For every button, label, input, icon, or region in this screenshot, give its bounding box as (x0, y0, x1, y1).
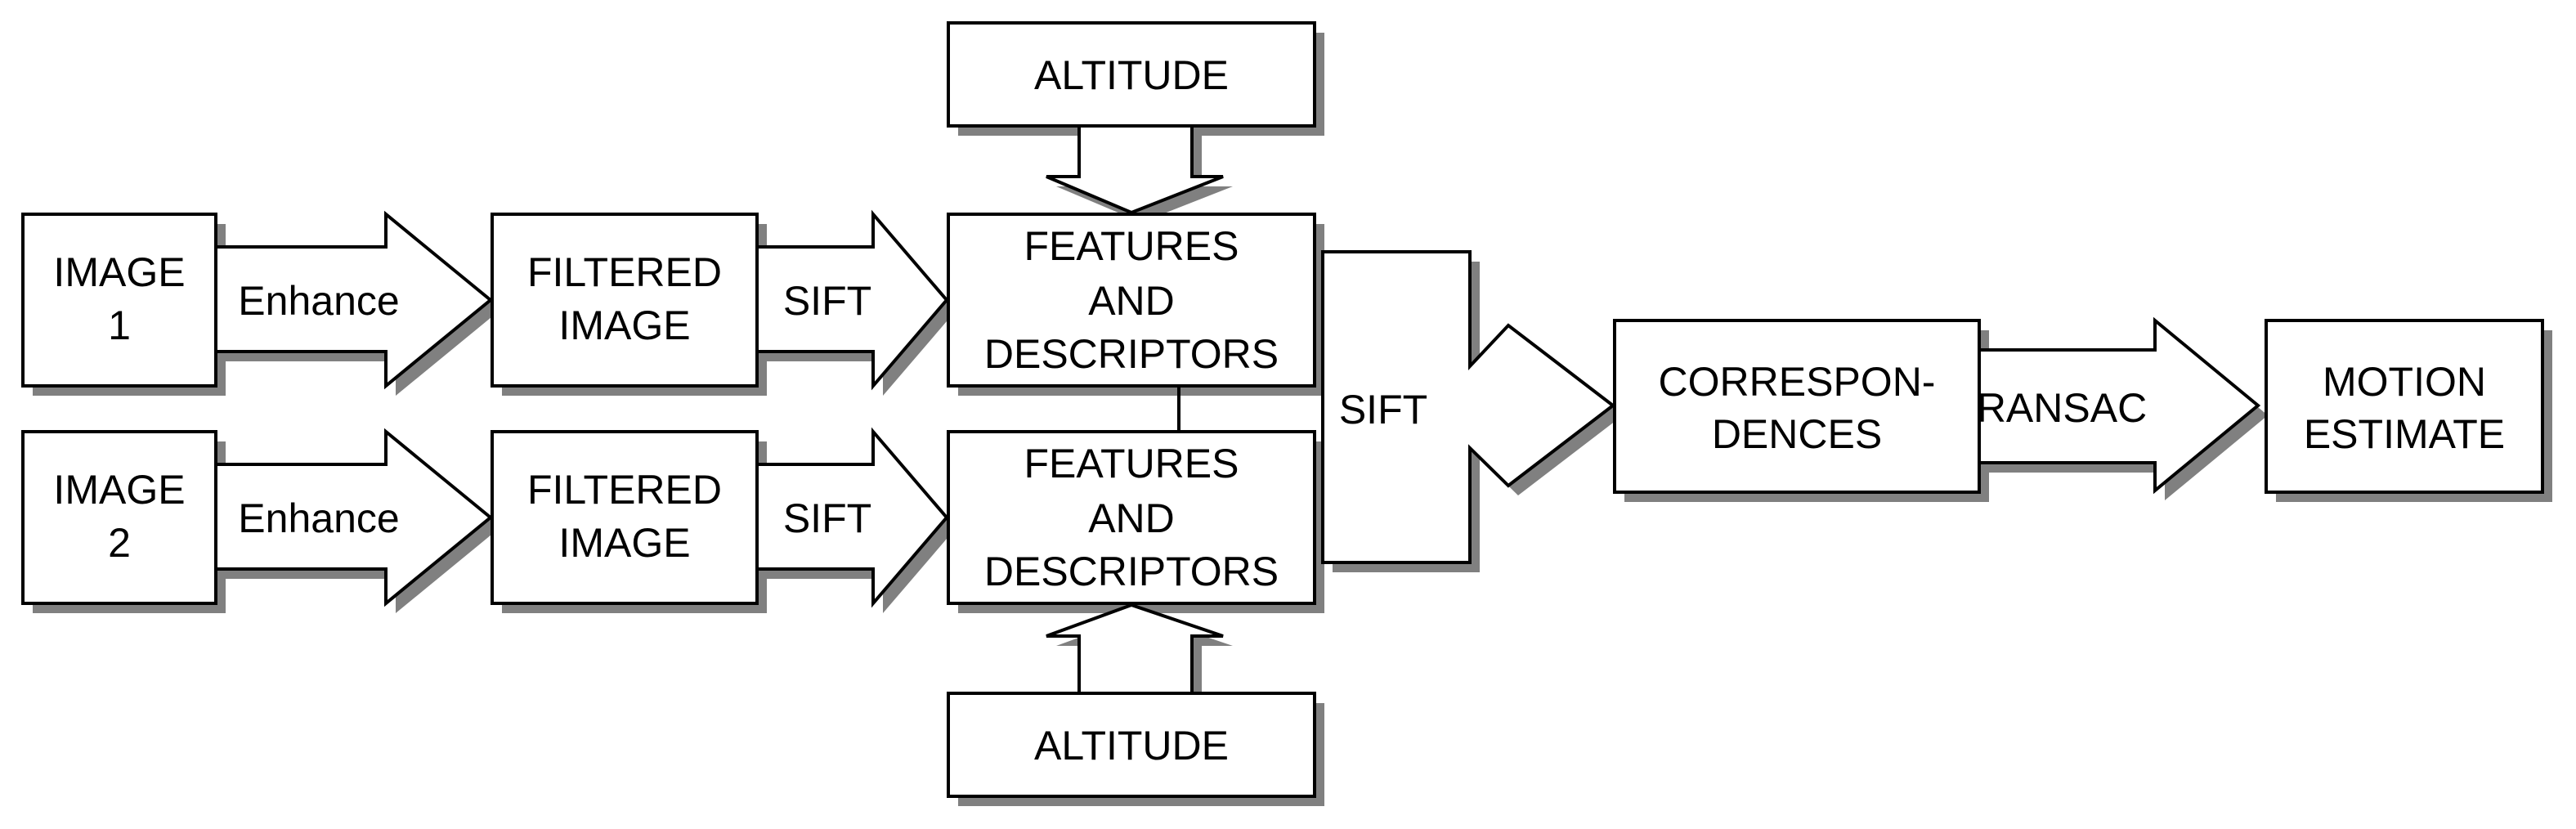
arrow-ransac: RANSAC (1977, 316, 2261, 495)
box-filtered-1-line-1: FILTERED (527, 249, 722, 295)
arrow-sift-2: SIFT (755, 427, 949, 608)
arrow-label-sift-1: SIFT (783, 278, 871, 324)
arrow-label-enhance-1: Enhance (238, 278, 399, 324)
box-filtered-1-line-2: IMAGE (558, 302, 690, 348)
box-image-1-line-1: IMAGE (53, 249, 185, 295)
box-motion-line-2: ESTIMATE (2304, 411, 2505, 457)
box-motion-estimate: MOTION ESTIMATE (2265, 319, 2544, 494)
box-filtered-image-2: FILTERED IMAGE (491, 430, 759, 605)
box-filtered-image-1: FILTERED IMAGE (491, 213, 759, 388)
arrow-sift-merge: SIFT (1321, 250, 1616, 564)
arrow-enhance-2: Enhance (214, 428, 494, 607)
box-features-2: FEATURES AND DESCRIPTORS (947, 430, 1316, 605)
arrow-label-enhance-2: Enhance (238, 495, 399, 541)
box-motion-line-1: MOTION (2323, 359, 2486, 405)
arrow-label-sift-2: SIFT (783, 495, 871, 541)
box-altitude-top: ALTITUDE (947, 21, 1316, 128)
box-altitude-bottom: ALTITUDE (947, 692, 1316, 798)
box-features-1: FEATURES AND DESCRIPTORS (947, 213, 1316, 388)
box-correspondences-line-1: CORRESPON- (1659, 359, 1936, 405)
box-features-2-line-1: FEATURES (1024, 441, 1239, 486)
arrow-label-ransac: RANSAC (1977, 385, 2147, 431)
arrow-sift-1: SIFT (755, 209, 949, 391)
box-features-2-line-2: AND (1088, 495, 1175, 541)
box-features-1-line-3: DESCRIPTORS (984, 331, 1279, 377)
box-image-2-line-1: IMAGE (53, 467, 185, 513)
box-features-1-line-1: FEATURES (1024, 223, 1239, 269)
arrow-enhance-1: Enhance (214, 210, 494, 390)
box-image-1-line-2: 1 (108, 302, 131, 348)
box-altitude-bottom-label: ALTITUDE (1034, 723, 1229, 769)
box-correspondences: CORRESPON- DENCES (1613, 319, 1981, 494)
box-image-1: IMAGE 1 (21, 213, 217, 388)
box-filtered-2-line-2: IMAGE (558, 520, 690, 566)
box-filtered-2-line-1: FILTERED (527, 467, 722, 513)
box-features-1-line-2: AND (1088, 278, 1175, 324)
arrow-label-sift-merge: SIFT (1339, 387, 1427, 432)
box-correspondences-line-2: DENCES (1712, 411, 1882, 457)
box-features-2-line-3: DESCRIPTORS (984, 549, 1279, 594)
arrow-altitude-top (1046, 124, 1224, 215)
arrow-altitude-bottom (1046, 603, 1224, 695)
box-image-2: IMAGE 2 (21, 430, 217, 605)
box-image-2-line-2: 2 (108, 520, 131, 566)
box-altitude-top-label: ALTITUDE (1034, 52, 1229, 98)
